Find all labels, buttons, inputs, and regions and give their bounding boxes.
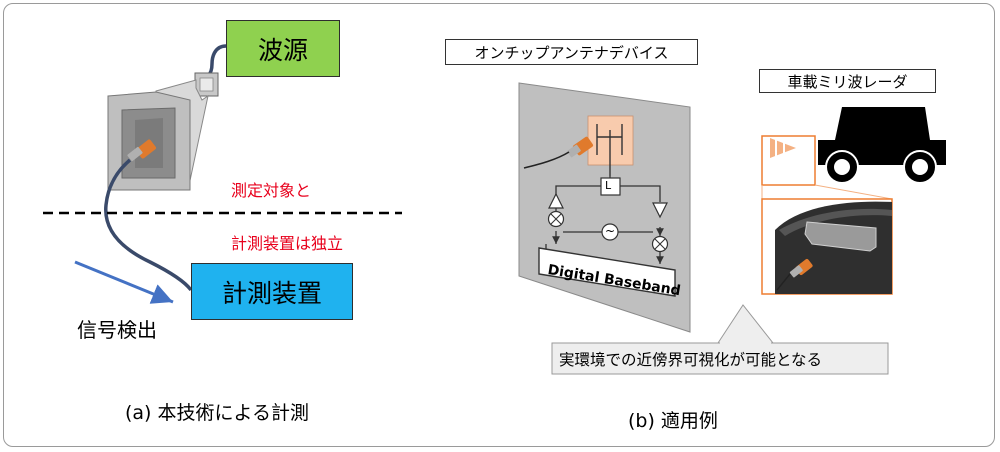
callout-pointer: [717, 304, 775, 344]
caption-b: (b) 適用例: [628, 410, 718, 432]
callout-box: [551, 342, 889, 375]
amplifier-down-icon: [652, 202, 668, 219]
lo-box: [600, 177, 621, 196]
signal-cable: [104, 158, 193, 292]
baseband-box: [538, 247, 676, 297]
radar-beam-icon: [770, 138, 796, 158]
chip-probe-cable: [523, 151, 570, 169]
wave-source-label: 波源: [257, 35, 308, 65]
signal-detection-label: 信号検出: [77, 318, 157, 342]
horn-antenna-icon: [107, 72, 219, 191]
radar-inset: [761, 198, 893, 295]
independence-note-line1: 測定対象と: [231, 181, 312, 200]
caption-a: (a) 本技術による計測: [125, 402, 309, 424]
signal-arrow: [74, 260, 174, 304]
probe-icon: [127, 139, 156, 162]
wave-source-box: 波源: [226, 20, 340, 77]
independence-note-line2: 計測装置は独立: [231, 234, 344, 253]
radar-frame: [761, 135, 816, 186]
oscillator-symbol: ~: [605, 224, 616, 238]
chip-probe-icon: [567, 136, 594, 158]
amplifier-up-icon: [548, 192, 564, 209]
radar-label: 車載ミリ波レーダ: [787, 72, 908, 91]
measurement-device-box: 計測装置: [191, 263, 353, 320]
mixer-left-icon: [547, 210, 565, 228]
car-icon: [818, 107, 946, 184]
feed-cable: [206, 44, 227, 78]
callout-text: 実環境での近傍界可視化が可能となる: [559, 351, 823, 369]
measurement-device-label: 計測装置: [221, 278, 322, 308]
on-chip-device-box: オンチップアンテナデバイス: [445, 39, 698, 65]
mixer-right-icon: [651, 235, 669, 253]
lo-label: L: [605, 179, 612, 192]
antenna-icon: [596, 124, 623, 176]
on-chip-device-label: オンチップアンテナデバイス: [474, 43, 669, 62]
radar-box: 車載ミリ波レーダ: [759, 69, 936, 93]
figure-frame: [3, 3, 995, 447]
oscillator-icon: [601, 223, 619, 241]
